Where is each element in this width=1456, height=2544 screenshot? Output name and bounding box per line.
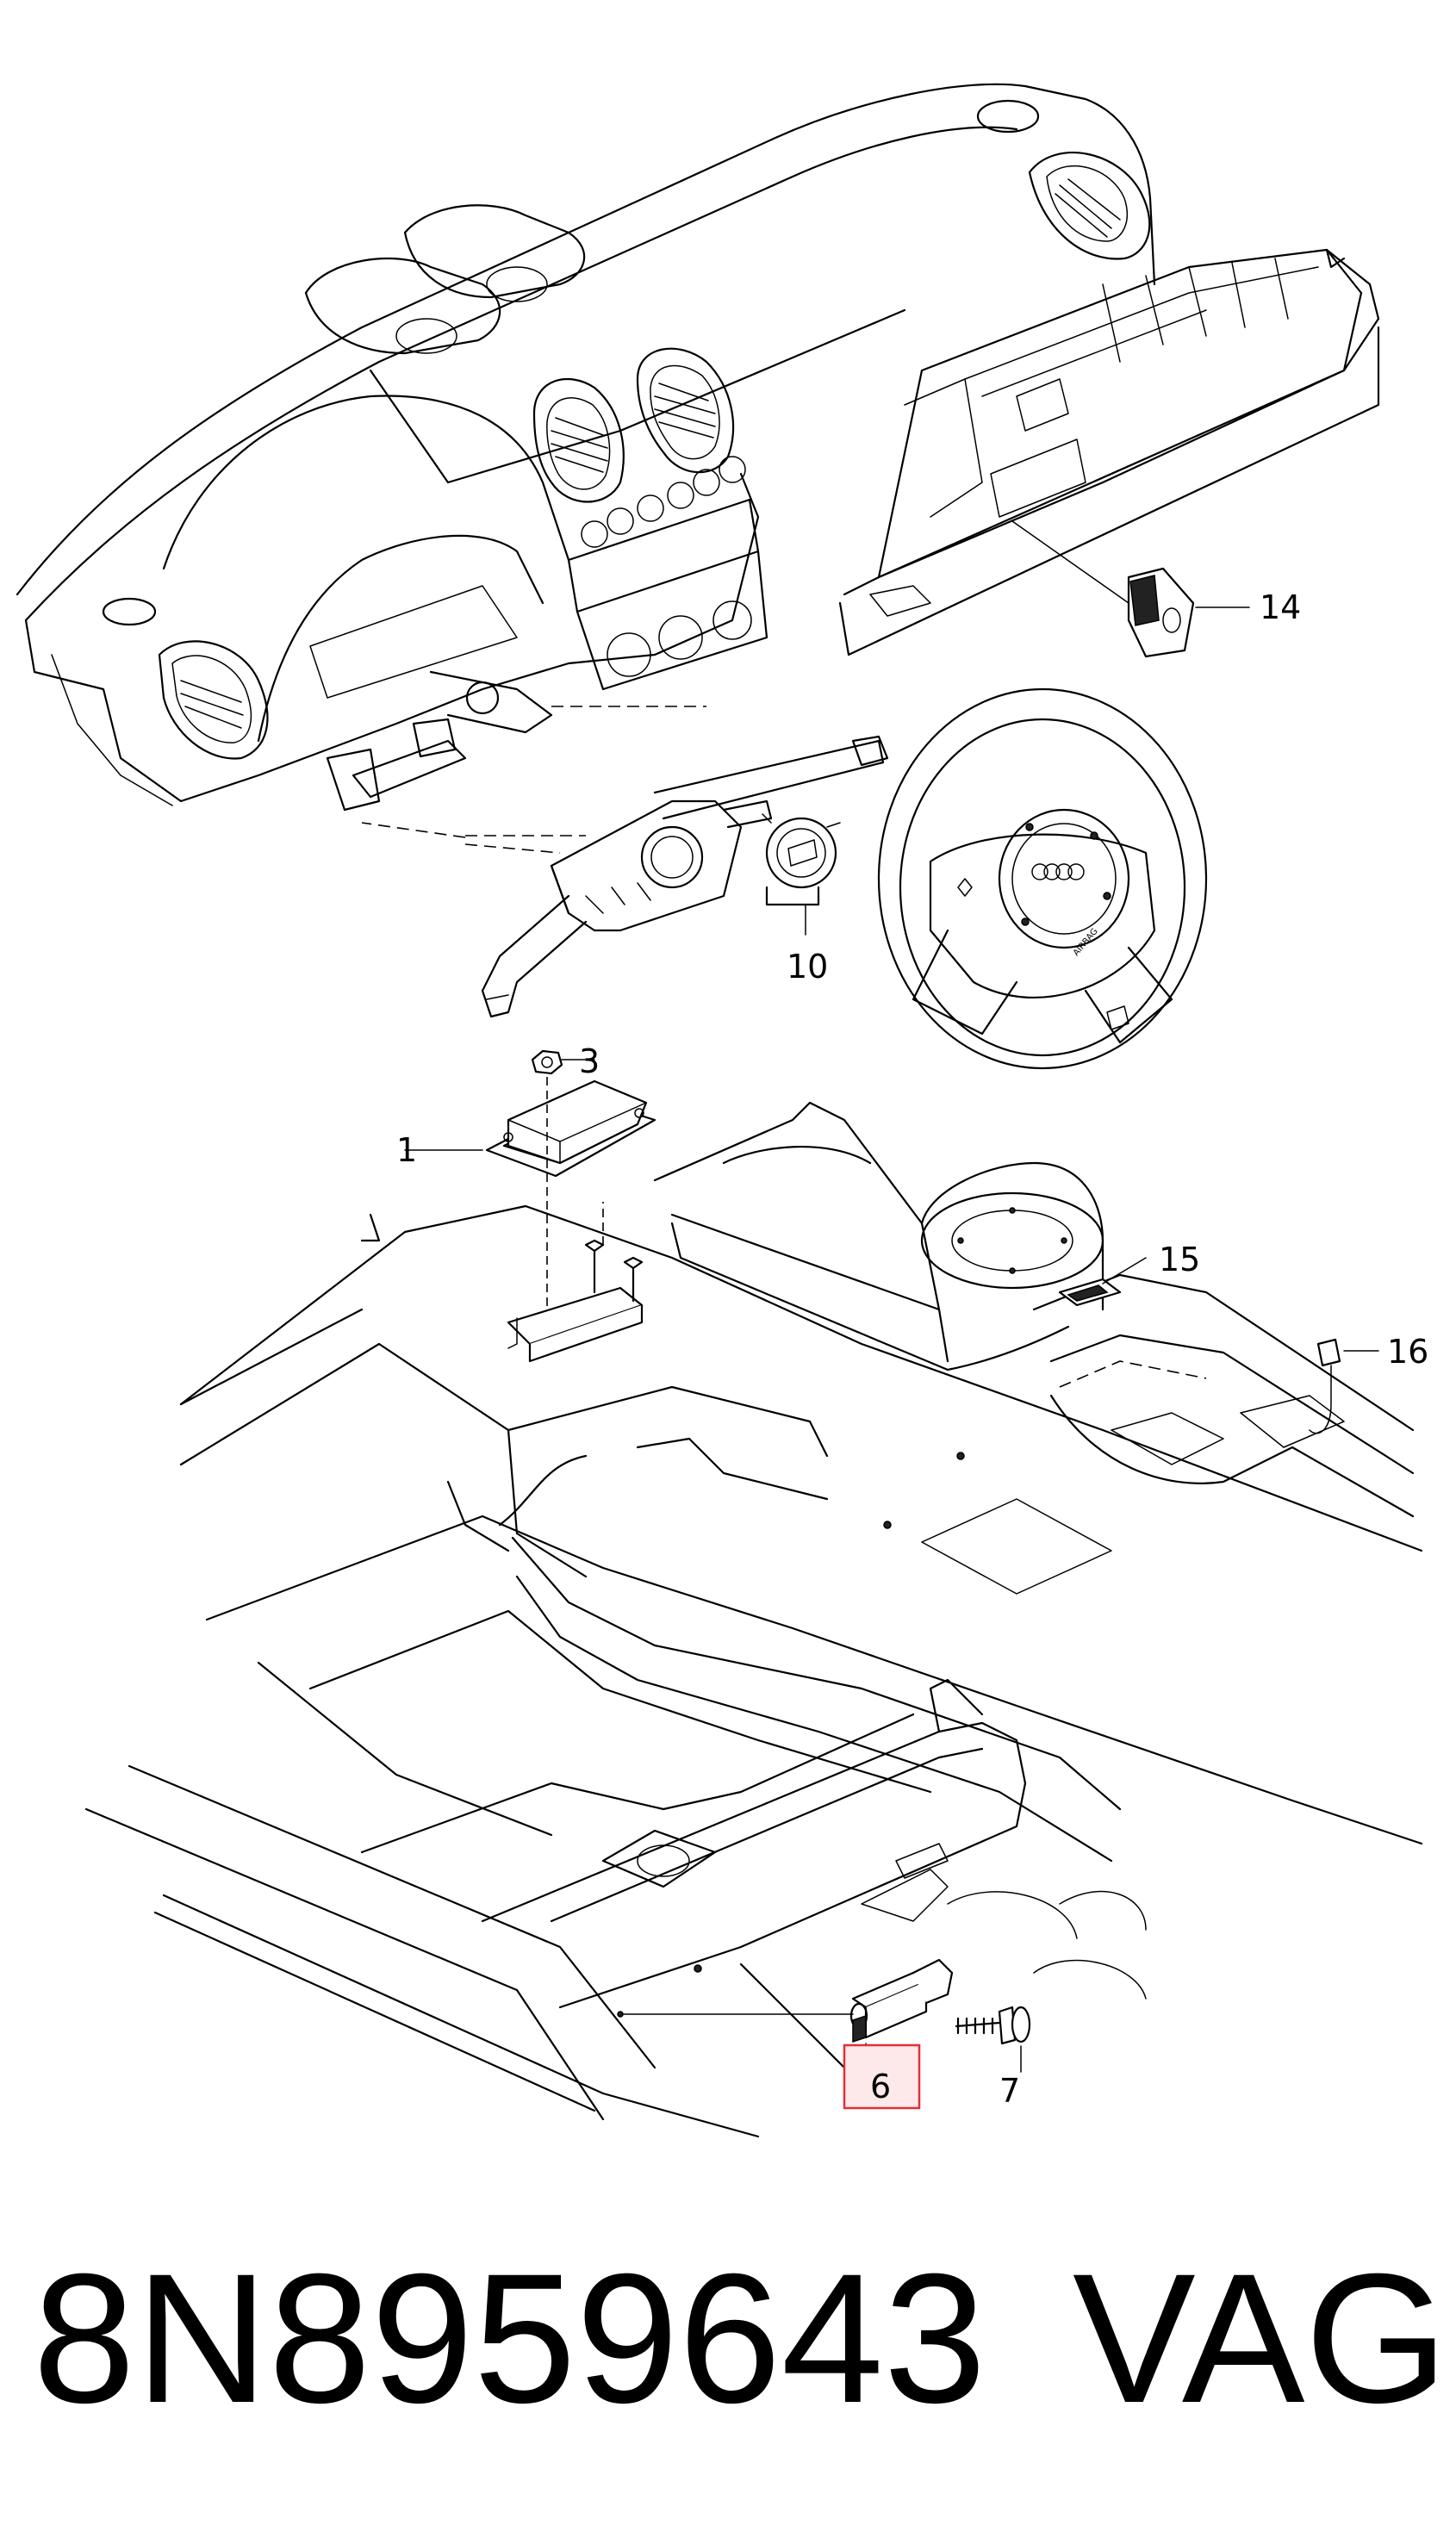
callout-6: 6 (870, 2068, 891, 2105)
part-number: 8N8959643 (33, 2236, 986, 2441)
connector-part-16 (1309, 1338, 1379, 1434)
footer: 8N8959643 VAG (0, 2240, 1456, 2438)
airbag-control-unit-part-1 (404, 1079, 656, 1178)
brand-name: VAG (1073, 2236, 1449, 2441)
combination-switch (464, 735, 889, 1018)
crash-sensor-part-6 (617, 1958, 954, 2077)
callout-14: 14 (1260, 588, 1301, 626)
vehicle-floor-body (84, 1101, 1423, 2138)
callout-15: 15 (1159, 1241, 1200, 1278)
highlighted-callout-6: 6 (843, 2043, 921, 2110)
passenger-airbag-module (838, 248, 1380, 656)
callout-1: 1 (396, 1131, 417, 1169)
nut-part-3 (531, 1049, 595, 1335)
audi-rings-icon (1031, 863, 1085, 880)
callout-3: 3 (579, 1042, 600, 1080)
steering-wheel: AIRBAG (877, 687, 1208, 1070)
mounting-bracket (507, 1202, 644, 1363)
passenger-airbag-switch-part-15 (1058, 1257, 1147, 1307)
highlight-box (843, 2043, 921, 2110)
airbag-connector-part-14 (1011, 520, 1250, 658)
callout-16: 16 (1387, 1333, 1428, 1371)
clockspring-part-10 (762, 813, 841, 936)
airbag-label: AIRBAG (1072, 927, 1100, 958)
bolt-part-7 (955, 2006, 1031, 2073)
dashboard-illustration (16, 83, 1156, 838)
callout-10: 10 (787, 948, 828, 986)
callout-7: 7 (999, 2072, 1020, 2110)
